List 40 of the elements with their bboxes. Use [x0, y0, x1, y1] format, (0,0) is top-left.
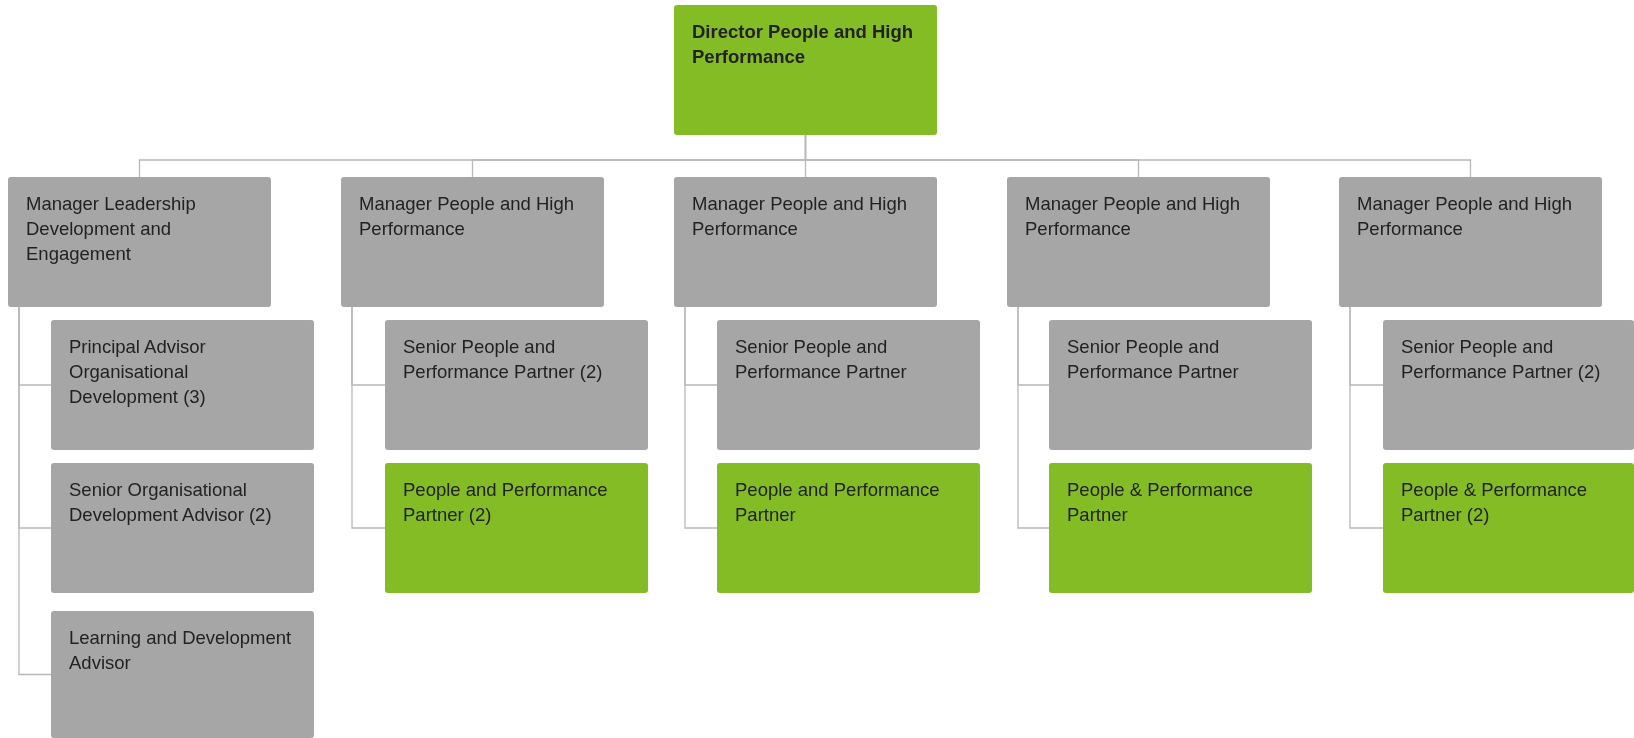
- position-box: [51, 611, 314, 738]
- position-title: Senior People and Performance Partner (2): [1401, 335, 1602, 384]
- connector-line: [351, 306, 386, 529]
- connector-line: [18, 306, 52, 676]
- position-box: [385, 320, 648, 450]
- position-title: Manager People and High Performance: [692, 192, 908, 241]
- position-box: [1049, 463, 1312, 593]
- position-box: [51, 320, 314, 450]
- position-box: [8, 177, 271, 307]
- position-box: [385, 463, 648, 593]
- position-title: Senior Organisational Development Advisor (2): [69, 478, 273, 527]
- position-title: Manager Leadership Development and Engagement: [26, 192, 197, 266]
- position-box: [1049, 320, 1312, 450]
- position-box: [717, 463, 980, 593]
- position-title: Manager People and High Performance: [359, 192, 575, 241]
- position-title: People and Performance Partner (2): [403, 478, 609, 527]
- connector-line: [1017, 306, 1050, 529]
- position-title: Senior People and Performance Partner (2): [403, 335, 604, 384]
- position-box: [1339, 177, 1602, 307]
- connector-line: [804, 134, 1472, 178]
- position-box: [1007, 177, 1270, 307]
- position-box: [674, 5, 937, 135]
- position-title: People & Performance Partner: [1067, 478, 1255, 527]
- position-box: [1383, 320, 1634, 450]
- position-title: Senior People and Performance Partner: [735, 335, 908, 384]
- position-title: Learning and Development Advisor: [69, 626, 293, 675]
- position-title: Director People and High Performance: [692, 20, 914, 69]
- position-box: [51, 463, 314, 593]
- position-title: People & Performance Partner (2): [1401, 478, 1589, 527]
- connector-line: [1349, 306, 1384, 529]
- position-box: [717, 320, 980, 450]
- position-box: [341, 177, 604, 307]
- position-title: Principal Advisor Organisational Development (3): [69, 335, 207, 409]
- connector-line: [684, 306, 718, 529]
- position-box: [1383, 463, 1634, 593]
- position-title: People and Performance Partner: [735, 478, 941, 527]
- position-box: [674, 177, 937, 307]
- position-title: Manager People and High Performance: [1357, 192, 1573, 241]
- position-title: Senior People and Performance Partner: [1067, 335, 1240, 384]
- position-title: Manager People and High Performance: [1025, 192, 1241, 241]
